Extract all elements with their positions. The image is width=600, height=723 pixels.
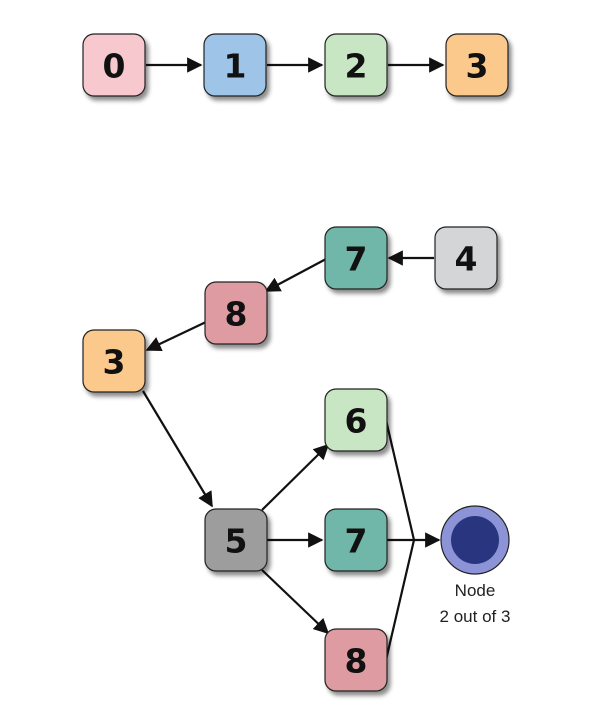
edge-6-to-merge (384, 419, 416, 541)
edge-8-to-3 (145, 321, 207, 352)
tree-node-7-bottom: 7 (324, 508, 388, 572)
target-node: Node 2 out of 3 (440, 505, 511, 626)
tree-node-6: 6 (324, 388, 388, 452)
tree-node-8-top-label: 8 (225, 295, 248, 334)
tree-node-8-top: 8 (204, 281, 268, 345)
edge-7-to-8 (264, 258, 327, 292)
tree: 4 7 8 3 5 6 7 8 (82, 226, 498, 692)
tree-node-4: 4 (434, 226, 498, 290)
target-caption-line1: Node (455, 581, 496, 600)
edge-8-to-merge (384, 539, 416, 661)
chain-node-0: 0 (82, 33, 146, 97)
tree-node-7-bottom-label: 7 (345, 522, 368, 561)
chain-node-2: 2 (324, 33, 388, 97)
tree-node-5: 5 (204, 508, 268, 572)
tree-node-6-label: 6 (345, 402, 368, 441)
edge-5-to-6 (261, 443, 330, 511)
chain-node-1-label: 1 (224, 47, 247, 86)
tree-node-4-label: 4 (455, 240, 478, 279)
target-caption-line2: 2 out of 3 (440, 607, 511, 626)
target-node-inner-dot (451, 516, 499, 564)
edges (142, 57, 445, 661)
chain-node-3: 3 (445, 33, 509, 97)
tree-node-8-bottom: 8 (324, 628, 388, 692)
tree-node-8-bottom-label: 8 (345, 642, 368, 681)
chain-node-2-label: 2 (345, 47, 368, 86)
tree-node-3: 3 (82, 329, 146, 393)
chain-node-0-label: 0 (103, 47, 126, 86)
tree-node-7-top: 7 (324, 226, 388, 290)
chain-node-3-label: 3 (466, 47, 489, 86)
tree-node-3-label: 3 (103, 343, 126, 382)
chain-row: 0 1 2 3 (82, 33, 509, 97)
edge-3-to-5 (142, 390, 213, 508)
edge-5-to-8 (261, 569, 330, 635)
tree-node-5-label: 5 (225, 522, 248, 561)
chain-node-1: 1 (203, 33, 267, 97)
tree-node-7-top-label: 7 (345, 240, 368, 279)
